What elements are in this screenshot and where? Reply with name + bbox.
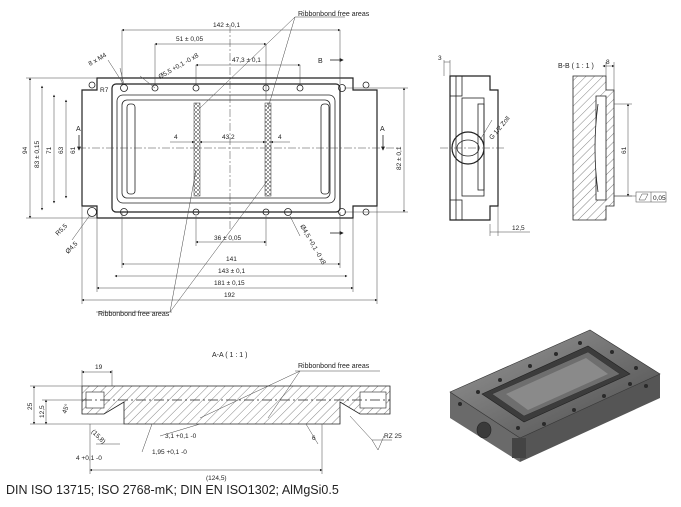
section-aa-rz: RZ 25 xyxy=(384,433,402,440)
section-aa-dim-4: 4 +0,1 -0 xyxy=(76,455,102,462)
ribbon-label-bottom: Ribbonbond free areas xyxy=(98,311,170,318)
top-view-slot-right xyxy=(320,103,330,195)
dim-61: 61 xyxy=(70,146,77,154)
dim-r7: R7 xyxy=(100,87,109,94)
dim-71: 71 xyxy=(46,146,53,154)
section-aa-dim-3-1: 3,1 +0,1 -0 xyxy=(165,433,197,440)
dim-192: 192 xyxy=(224,292,235,299)
isometric-render xyxy=(449,329,661,462)
dim-51: 51 ± 0,05 xyxy=(176,36,203,43)
dim-36: 36 ± 0,05 xyxy=(214,235,241,242)
section-a-left: A xyxy=(76,126,81,133)
section-aa-dim-6: 6 xyxy=(312,435,316,442)
dim-m4: 8 x M4 xyxy=(88,52,109,68)
dim-82: 82 ± 0,1 xyxy=(396,146,403,170)
dim-143: 143 ± 0,1 xyxy=(218,268,245,275)
dim-94: 94 xyxy=(22,146,29,154)
render-side-front xyxy=(520,374,660,462)
section-bb-body xyxy=(572,75,615,221)
top-view-cavity-inner xyxy=(121,99,331,199)
dim-4-left: 4 xyxy=(174,134,178,141)
material-spec-footer: DIN ISO 13715; ISO 2768-mK; DIN EN ISO13… xyxy=(6,483,339,497)
top-view: Ribbonbond free areas Ribbonbond free ar… xyxy=(22,11,408,318)
section-bb-dim-61: 61 xyxy=(621,146,628,154)
dim-141: 141 xyxy=(226,256,237,263)
ribbon-label-top: Ribbonbond free areas xyxy=(298,11,370,18)
section-bb-flatness: 0,05 xyxy=(653,195,666,202)
section-aa-dim-12-5: 12,5 xyxy=(39,405,46,418)
dim-142: 142 ± 0,1 xyxy=(213,22,240,29)
dim-181: 181 ± 0,15 xyxy=(214,280,245,287)
dim-hole-bottom: Ø4,5 +0,1 -0 x8 xyxy=(298,224,327,267)
dim-43-2: 43,2 xyxy=(222,134,235,141)
top-view-holes xyxy=(87,81,370,217)
side-dim-12-5: 12,5 xyxy=(512,225,525,232)
section-aa-title: A-A ( 1 : 1 ) xyxy=(212,352,247,359)
dim-hole-top: Ø5,5 +0,1 -0 x8 xyxy=(158,52,201,81)
dim-63: 63 xyxy=(58,146,65,154)
section-aa-ribbon: Ribbonbond free areas xyxy=(298,363,370,370)
section-aa-dim-19: 19 xyxy=(95,364,103,371)
section-aa-dim-15-8: (15,8) xyxy=(90,428,107,445)
render-port xyxy=(476,421,492,439)
dim-r5-5: R5,5 xyxy=(54,222,69,237)
side-view: 3 G 1/2 Zoll 12,5 xyxy=(438,55,530,236)
dim-4-right: 4 xyxy=(278,134,282,141)
section-aa-dim-124-5: (124,5) xyxy=(206,475,227,482)
section-bb-dim-8: 8 xyxy=(606,59,610,66)
dim-47-3: 47,3 ± 0,1 xyxy=(232,57,261,64)
dim-d4-5: Ø4,5 xyxy=(64,240,79,255)
section-aa-dim-1-95: 1,95 +0,1 -0 xyxy=(152,449,187,456)
section-aa-body xyxy=(81,385,391,425)
ribbonbond-strip-right xyxy=(264,102,272,197)
ribbonbond-strip-left xyxy=(193,102,201,197)
top-view-cavity-outer xyxy=(116,94,336,204)
section-aa-dim-45: 45° xyxy=(60,402,71,414)
top-view-slot-left xyxy=(126,103,136,195)
section-bb-title: B-B ( 1 : 1 ) xyxy=(558,63,594,70)
section-aa: A-A ( 1 : 1 ) Ribbonbond free areas 19 2… xyxy=(27,352,402,482)
side-dim-3: 3 xyxy=(438,55,442,62)
section-a-right: A xyxy=(380,126,385,133)
section-b: B xyxy=(318,58,323,65)
section-aa-dim-25: 25 xyxy=(27,402,34,410)
section-bb: B-B ( 1 : 1 ) 8 61 0,05 xyxy=(558,59,667,221)
dim-83: 83 ± 0,15 xyxy=(34,141,41,168)
side-g12: G 1/2 Zoll xyxy=(488,115,512,142)
